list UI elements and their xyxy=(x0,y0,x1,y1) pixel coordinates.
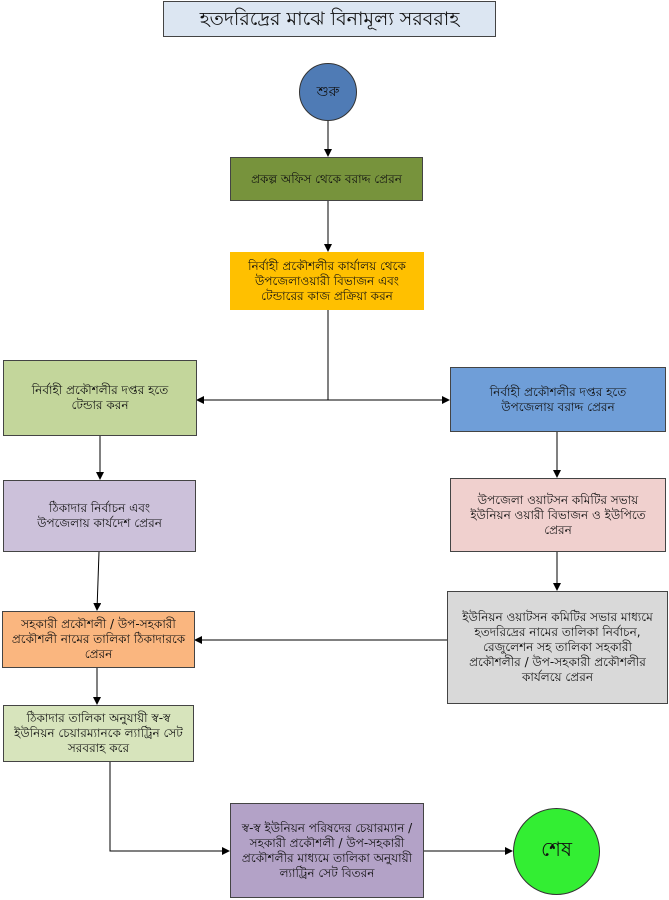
step-ee-office: নির্বাহী প্রকৌশলীর কার্যালয় থেকে উপজেলা… xyxy=(230,252,424,310)
chart-title: হতদরিদ্রের মাঝে বিনামূল্য সরবরাহ xyxy=(163,1,496,37)
step-upazila-watsan: উপজেলা ওয়াটসন কমিটির সভায় ইউনিয়ন ওয়া… xyxy=(450,478,666,552)
step-tender: নির্বাহী প্রকৌশলীর দপ্তর হতে টেন্ডার করন xyxy=(3,360,197,436)
step-allocation: প্রকল্প অফিস থেকে বরাদ্দ প্রেরন xyxy=(230,157,423,201)
step-distribution: স্ব-স্ব ইউনিয়ন পরিষদের চেয়ারম্যান / সহ… xyxy=(230,803,424,898)
arrow-supply-to-distribution xyxy=(109,762,230,855)
arrow-contractor-to-list xyxy=(93,551,102,611)
step-list-to-contractor: সহকারী প্রকৌশলী / উপ-সহকারী প্রকৌশলী নাম… xyxy=(2,611,195,668)
step-upazila-allocation: নির্বাহী প্রকৌশলীর দপ্তর হতে উপজেলায় বর… xyxy=(450,367,666,432)
step-contractor-supply: ঠিকাদার তালিকা অনুযায়ী স্ব-স্ব ইউনিয়ন … xyxy=(3,705,194,762)
end-node: শেষ xyxy=(513,808,600,895)
step-contractor-select: ঠিকাদার নির্বাচন এবং উপজেলায় কার্যদেশ প… xyxy=(3,480,196,552)
start-node: শুরু xyxy=(299,63,357,121)
step-union-watsan: ইউনিয়ন ওয়াটসন কমিটির সভার মাধ্যমে হতদর… xyxy=(447,591,668,704)
